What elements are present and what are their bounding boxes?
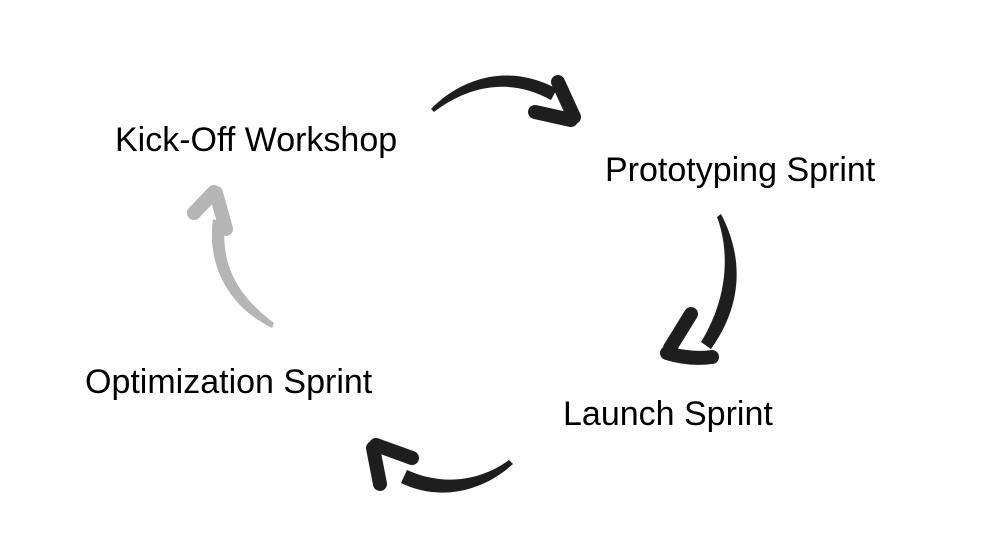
arrow-prototyping-to-launch-icon (660, 214, 737, 365)
stage-label-launch: Launch Sprint (563, 395, 773, 433)
stage-label-prototyping: Prototyping Sprint (605, 151, 876, 189)
arrow-launch-to-optimization-icon (366, 438, 513, 493)
stage-label-optimization: Optimization Sprint (85, 363, 373, 401)
stage-label-kickoff: Kick-Off Workshop (115, 121, 398, 159)
arrow-optimization-to-kickoff-icon (187, 185, 274, 328)
arrow-kickoff-to-prototyping-icon (431, 75, 581, 127)
